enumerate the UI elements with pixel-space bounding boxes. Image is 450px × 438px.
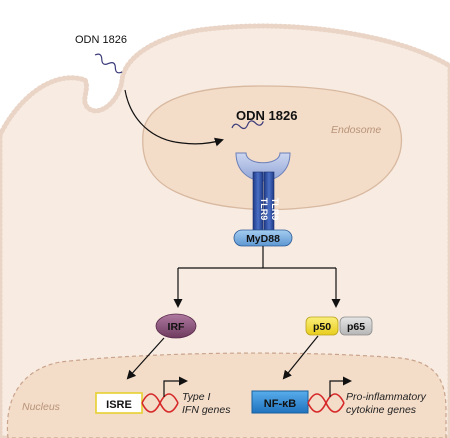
proinf-line2: cytokine genes bbox=[346, 404, 417, 416]
odn-endosome-label: ODN 1826 bbox=[236, 108, 297, 123]
transcription-arrow-proinflammatory bbox=[329, 376, 352, 397]
irf-label: IRF bbox=[168, 321, 186, 333]
tlr9-ectodomain bbox=[235, 152, 291, 182]
nucleus-label: Nucleus bbox=[22, 401, 61, 413]
branch-lines bbox=[173, 246, 341, 308]
isre-label: ISRE bbox=[106, 399, 132, 411]
odn-squiggle-endosome bbox=[231, 120, 264, 130]
nucleus bbox=[6, 352, 447, 438]
type1-line2: IFN genes bbox=[182, 404, 231, 416]
proinf-line1: Pro-inflammatory bbox=[346, 391, 427, 403]
dna-helix-isre bbox=[141, 393, 179, 413]
myd88-label: MyD88 bbox=[246, 233, 280, 245]
p50-label: p50 bbox=[313, 321, 331, 333]
tlr9-left-label: TLR9 bbox=[259, 198, 269, 221]
nfkb-label: NF-κB bbox=[264, 398, 296, 410]
nfkb-to-dna-arrow bbox=[282, 335, 319, 380]
uptake-arrow bbox=[124, 89, 224, 147]
p50-node bbox=[305, 316, 339, 336]
odn-squiggle-outside bbox=[94, 53, 123, 74]
p65-label: p65 bbox=[347, 321, 365, 333]
endosome bbox=[142, 85, 403, 211]
odn-outside-label: ODN 1826 bbox=[75, 34, 127, 46]
type1-line1: Type I bbox=[182, 391, 210, 403]
dna-helix-nfkb bbox=[307, 393, 345, 413]
transcription-arrow-type1 bbox=[163, 376, 188, 397]
p65-node bbox=[339, 316, 373, 336]
endosome-label: Endosome bbox=[331, 124, 381, 136]
irf-to-isre-arrow bbox=[126, 337, 165, 380]
irf-node bbox=[155, 313, 197, 339]
tlr9-right-label: TLR9 bbox=[270, 198, 280, 221]
